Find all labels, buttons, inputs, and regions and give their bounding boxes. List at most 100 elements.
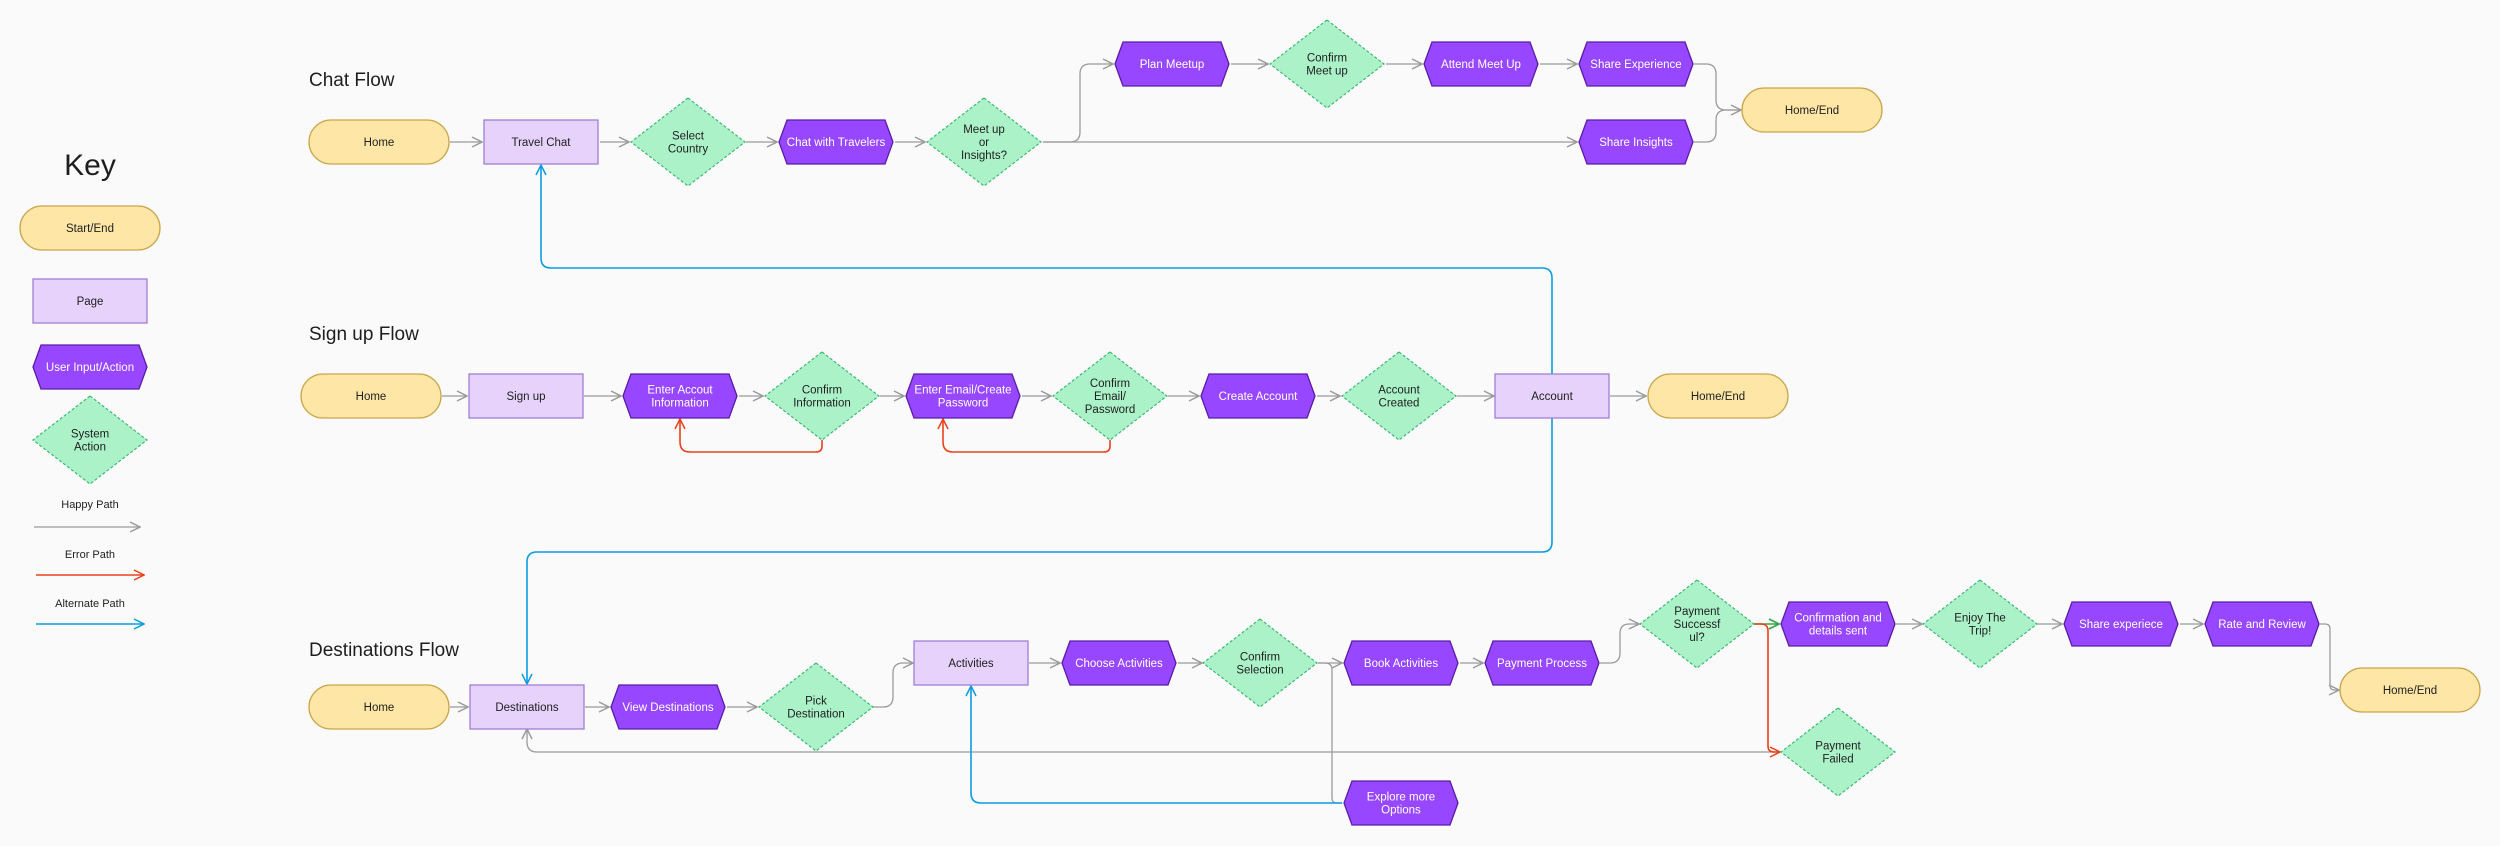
dest-payment-failed-label: Failed xyxy=(1822,754,1853,766)
signup-enter-email-password-label: Password xyxy=(938,398,989,410)
signup-error-confirm-email xyxy=(943,419,1111,453)
dest-edge-confirm-explore xyxy=(1318,662,1342,804)
destinations-flow-title: Destinations Flow xyxy=(309,640,459,661)
signup-account-created-label: Account xyxy=(1378,385,1420,397)
dest-choose-activities: Choose Activities xyxy=(1061,640,1177,686)
dest-edge-payment-successful xyxy=(1600,624,1639,664)
dest-payment-process-label: Payment Process xyxy=(1497,658,1587,670)
chat-confirm-meetup-label: Meet up xyxy=(1306,66,1348,78)
dest-home-label: Home xyxy=(364,702,395,714)
dest-explore-more-label: Explore more xyxy=(1367,792,1435,804)
dest-payment-failed-label: Payment xyxy=(1815,741,1861,753)
chat-home: Home xyxy=(308,119,450,165)
signup-home: Home xyxy=(300,373,442,419)
chat-with-travelers: Chat with Travelers xyxy=(778,119,894,165)
dest-view-destinations: View Destinations xyxy=(610,684,726,730)
signup-enter-account-info-label: Information xyxy=(651,398,709,410)
chat-edge-share-exp-end xyxy=(1694,63,1741,110)
signup-page: Sign up xyxy=(468,373,584,419)
dest-explore-more-label: Options xyxy=(1381,805,1421,817)
key-user-action-label: User Input/Action xyxy=(46,362,134,374)
key-start-end-label: Start/End xyxy=(66,223,114,235)
dest-share-experience: Share experiece xyxy=(2063,601,2179,647)
chat-travel-chat-page: Travel Chat xyxy=(483,119,599,165)
chat-attend-meetup-label: Attend Meet Up xyxy=(1441,59,1521,71)
dest-payment-process: Payment Process xyxy=(1484,640,1600,686)
chat-meet-or-insights-label: Insights? xyxy=(961,150,1007,162)
chat-plan-meetup: Plan Meetup xyxy=(1114,41,1230,87)
chat-share-insights-label: Share Insights xyxy=(1599,137,1673,149)
key-error-path-label: Error Path xyxy=(65,549,115,561)
dest-book-activities: Book Activities xyxy=(1343,640,1459,686)
chat-home-label: Home xyxy=(364,137,395,149)
key-start-end: Start/End xyxy=(19,205,161,251)
dest-confirmation-sent-label: details sent xyxy=(1809,626,1868,638)
signup-enter-email-password-label: Enter Email/Create xyxy=(914,385,1011,397)
chat-plan-meetup-label: Plan Meetup xyxy=(1140,59,1205,71)
signup-confirm-info-label: Information xyxy=(793,398,851,410)
signup-page-label: Sign up xyxy=(506,391,545,403)
signup-end-label: Home/End xyxy=(1691,391,1745,403)
key-system-action-label: Action xyxy=(74,442,106,454)
chat-share-insights: Share Insights xyxy=(1578,119,1694,165)
key-title: Key xyxy=(64,149,116,182)
dest-confirm-selection-label: Confirm xyxy=(1240,652,1280,664)
signup-create-account-label: Create Account xyxy=(1219,391,1298,403)
connectors xyxy=(34,63,2339,804)
chat-with-travelers-label: Chat with Travelers xyxy=(787,137,886,149)
chat-flow-title: Chat Flow xyxy=(309,70,395,91)
chat-attend-meetup: Attend Meet Up xyxy=(1423,41,1539,87)
signup-confirm-email-password-label: Password xyxy=(1085,404,1136,416)
dest-pick-destination-label: Pick xyxy=(805,696,827,708)
chat-edge-share-ins-end xyxy=(1694,109,1741,143)
dest-home: Home xyxy=(308,684,450,730)
signup-home-label: Home xyxy=(356,391,387,403)
key-happy-path-label: Happy Path xyxy=(61,499,118,511)
chat-share-experience: Share Experience xyxy=(1578,41,1694,87)
dest-book-activities-label: Book Activities xyxy=(1364,658,1438,670)
dest-confirmation-sent-label: Confirmation and xyxy=(1794,613,1882,625)
signup-account-page-label: Account xyxy=(1531,391,1573,403)
dest-destinations-page-label: Destinations xyxy=(495,702,559,714)
signup-account-page: Account xyxy=(1494,373,1610,419)
signup-confirm-email-password-label: Confirm xyxy=(1090,378,1130,390)
key-system-action-label: System xyxy=(71,429,109,441)
chat-travel-chat-page-label: Travel Chat xyxy=(511,137,571,149)
dest-edge-pick-activities xyxy=(873,663,913,708)
key-user-action: User Input/Action xyxy=(32,344,148,390)
signup-error-confirm-info xyxy=(680,419,823,453)
dest-end-label: Home/End xyxy=(2383,685,2437,697)
signup-confirm-info-label: Confirm xyxy=(802,385,842,397)
chat-confirm-meetup-label: Confirm xyxy=(1307,53,1347,65)
dest-alt-explore-to-activities xyxy=(971,686,1342,804)
dest-rate-review-label: Rate and Review xyxy=(2218,619,2306,631)
signup-flow-title: Sign up Flow xyxy=(309,324,419,345)
chat-meet-or-insights-label: or xyxy=(979,137,989,149)
dest-activities-page-label: Activities xyxy=(948,658,994,670)
dest-rate-review: Rate and Review xyxy=(2204,601,2320,647)
dest-choose-activities-label: Choose Activities xyxy=(1075,658,1163,670)
dest-edge-rate-end xyxy=(2320,623,2339,690)
chat-select-country-label: Select xyxy=(672,131,705,143)
key-page: Page xyxy=(32,278,148,324)
chat-share-experience-label: Share Experience xyxy=(1590,59,1681,71)
dest-edge-failed-back-to-destinations xyxy=(527,729,1780,753)
dest-end: Home/End xyxy=(2339,667,2481,713)
chat-meet-or-insights-label: Meet up xyxy=(963,124,1005,136)
dest-error-payment-failed xyxy=(1754,623,1780,752)
key-page-label: Page xyxy=(77,296,104,308)
signup-confirm-email-password-label: Email/ xyxy=(1094,391,1127,403)
